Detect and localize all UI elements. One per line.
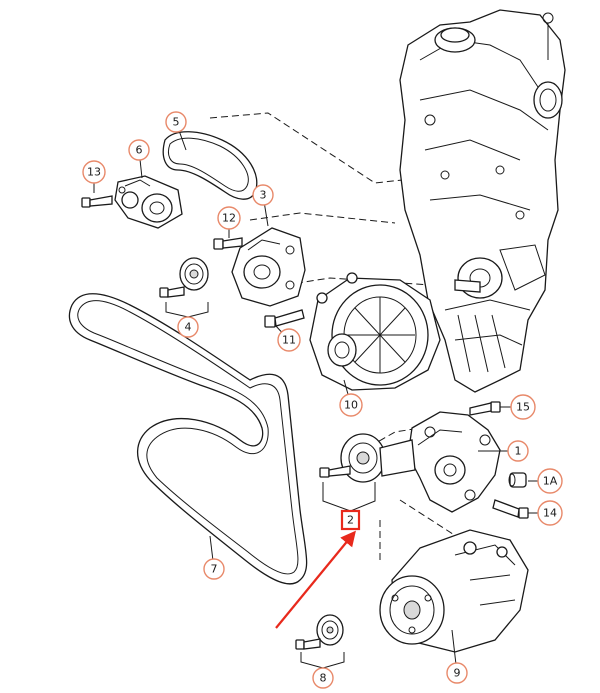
pulley-8 (295, 614, 344, 650)
callout-label: 9 (454, 667, 461, 680)
callout-7: 7 (203, 558, 225, 580)
callout-circle (203, 558, 225, 580)
callout-label: 1 (515, 445, 522, 458)
callout-1a: 1A (537, 468, 563, 494)
callout-circle (165, 111, 187, 133)
callout-circle (82, 160, 106, 184)
small-ribbed-belt (162, 131, 258, 200)
callout-circle (537, 468, 563, 494)
callout-circle (537, 500, 563, 526)
bracket-callout-4: 4 (165, 302, 209, 338)
bracket-callout-8: 8 (300, 652, 345, 689)
ac-compressor (379, 529, 529, 653)
callout-13: 13 (82, 160, 106, 184)
bracket-callouts: 48 (165, 302, 345, 689)
belt-tensioner (114, 175, 183, 229)
mounting-bracket (407, 411, 501, 513)
cap-1a (508, 472, 527, 488)
callout-label: 14 (543, 507, 557, 520)
callout-circle (128, 139, 150, 161)
callout-label: 10 (344, 399, 358, 412)
callout-10: 10 (339, 393, 363, 417)
callout-circle (217, 206, 241, 230)
callout-5: 5 (165, 111, 187, 133)
callout-circle (177, 316, 199, 338)
bolt-12 (213, 237, 243, 250)
callout-9: 9 (446, 662, 468, 684)
idler-pulley-4 (159, 257, 209, 298)
bracket-lines-2 (322, 482, 376, 512)
bolt-14 (492, 499, 529, 519)
callout-label: 1A (543, 475, 558, 488)
callout-circle (510, 394, 536, 420)
callout-circle (252, 184, 274, 206)
callout-3: 3 (252, 184, 274, 206)
callout-label: 11 (282, 334, 296, 347)
callout-11: 11 (277, 328, 301, 352)
callout-label: 3 (260, 189, 267, 202)
callout-6: 6 (128, 139, 150, 161)
arrow-line (275, 530, 356, 629)
callout-label: 13 (87, 166, 101, 179)
idler-pulley-2 (319, 433, 416, 483)
bolt-15 (469, 401, 501, 416)
red-pointer-arrow (275, 530, 356, 629)
alternator (309, 272, 441, 391)
bolt-13 (81, 195, 113, 208)
highlighted-part-2: 2 (322, 482, 376, 531)
long-ribbed-belt (68, 293, 308, 585)
callout-circle (312, 667, 334, 689)
callout-label: 7 (211, 563, 218, 576)
callout-label: 4 (185, 321, 192, 334)
callout-label: 12 (222, 212, 236, 225)
callout-12: 12 (217, 206, 241, 230)
highlight-box (340, 509, 361, 531)
bracket-lines (165, 302, 209, 318)
callout-label: 6 (136, 144, 143, 157)
callout-circle (339, 393, 363, 417)
part-callouts: 1 1A 3 5 6 7 9 10 11 12 13 14 15 (82, 111, 563, 684)
callout-15: 15 (510, 394, 536, 420)
bolt-11 (264, 309, 305, 328)
bracket-lines (300, 652, 345, 669)
tensioner-bracket (231, 227, 306, 307)
callout-circle (507, 440, 529, 462)
callout-label: 8 (320, 672, 327, 685)
callout-circle (277, 328, 301, 352)
engine-block (399, 9, 566, 393)
callout-1: 1 (507, 440, 529, 462)
callout-circle (446, 662, 468, 684)
callout-label: 15 (516, 401, 530, 414)
callout-label: 5 (173, 116, 180, 129)
callout-14: 14 (537, 500, 563, 526)
highlight-label: 2 (347, 514, 354, 527)
